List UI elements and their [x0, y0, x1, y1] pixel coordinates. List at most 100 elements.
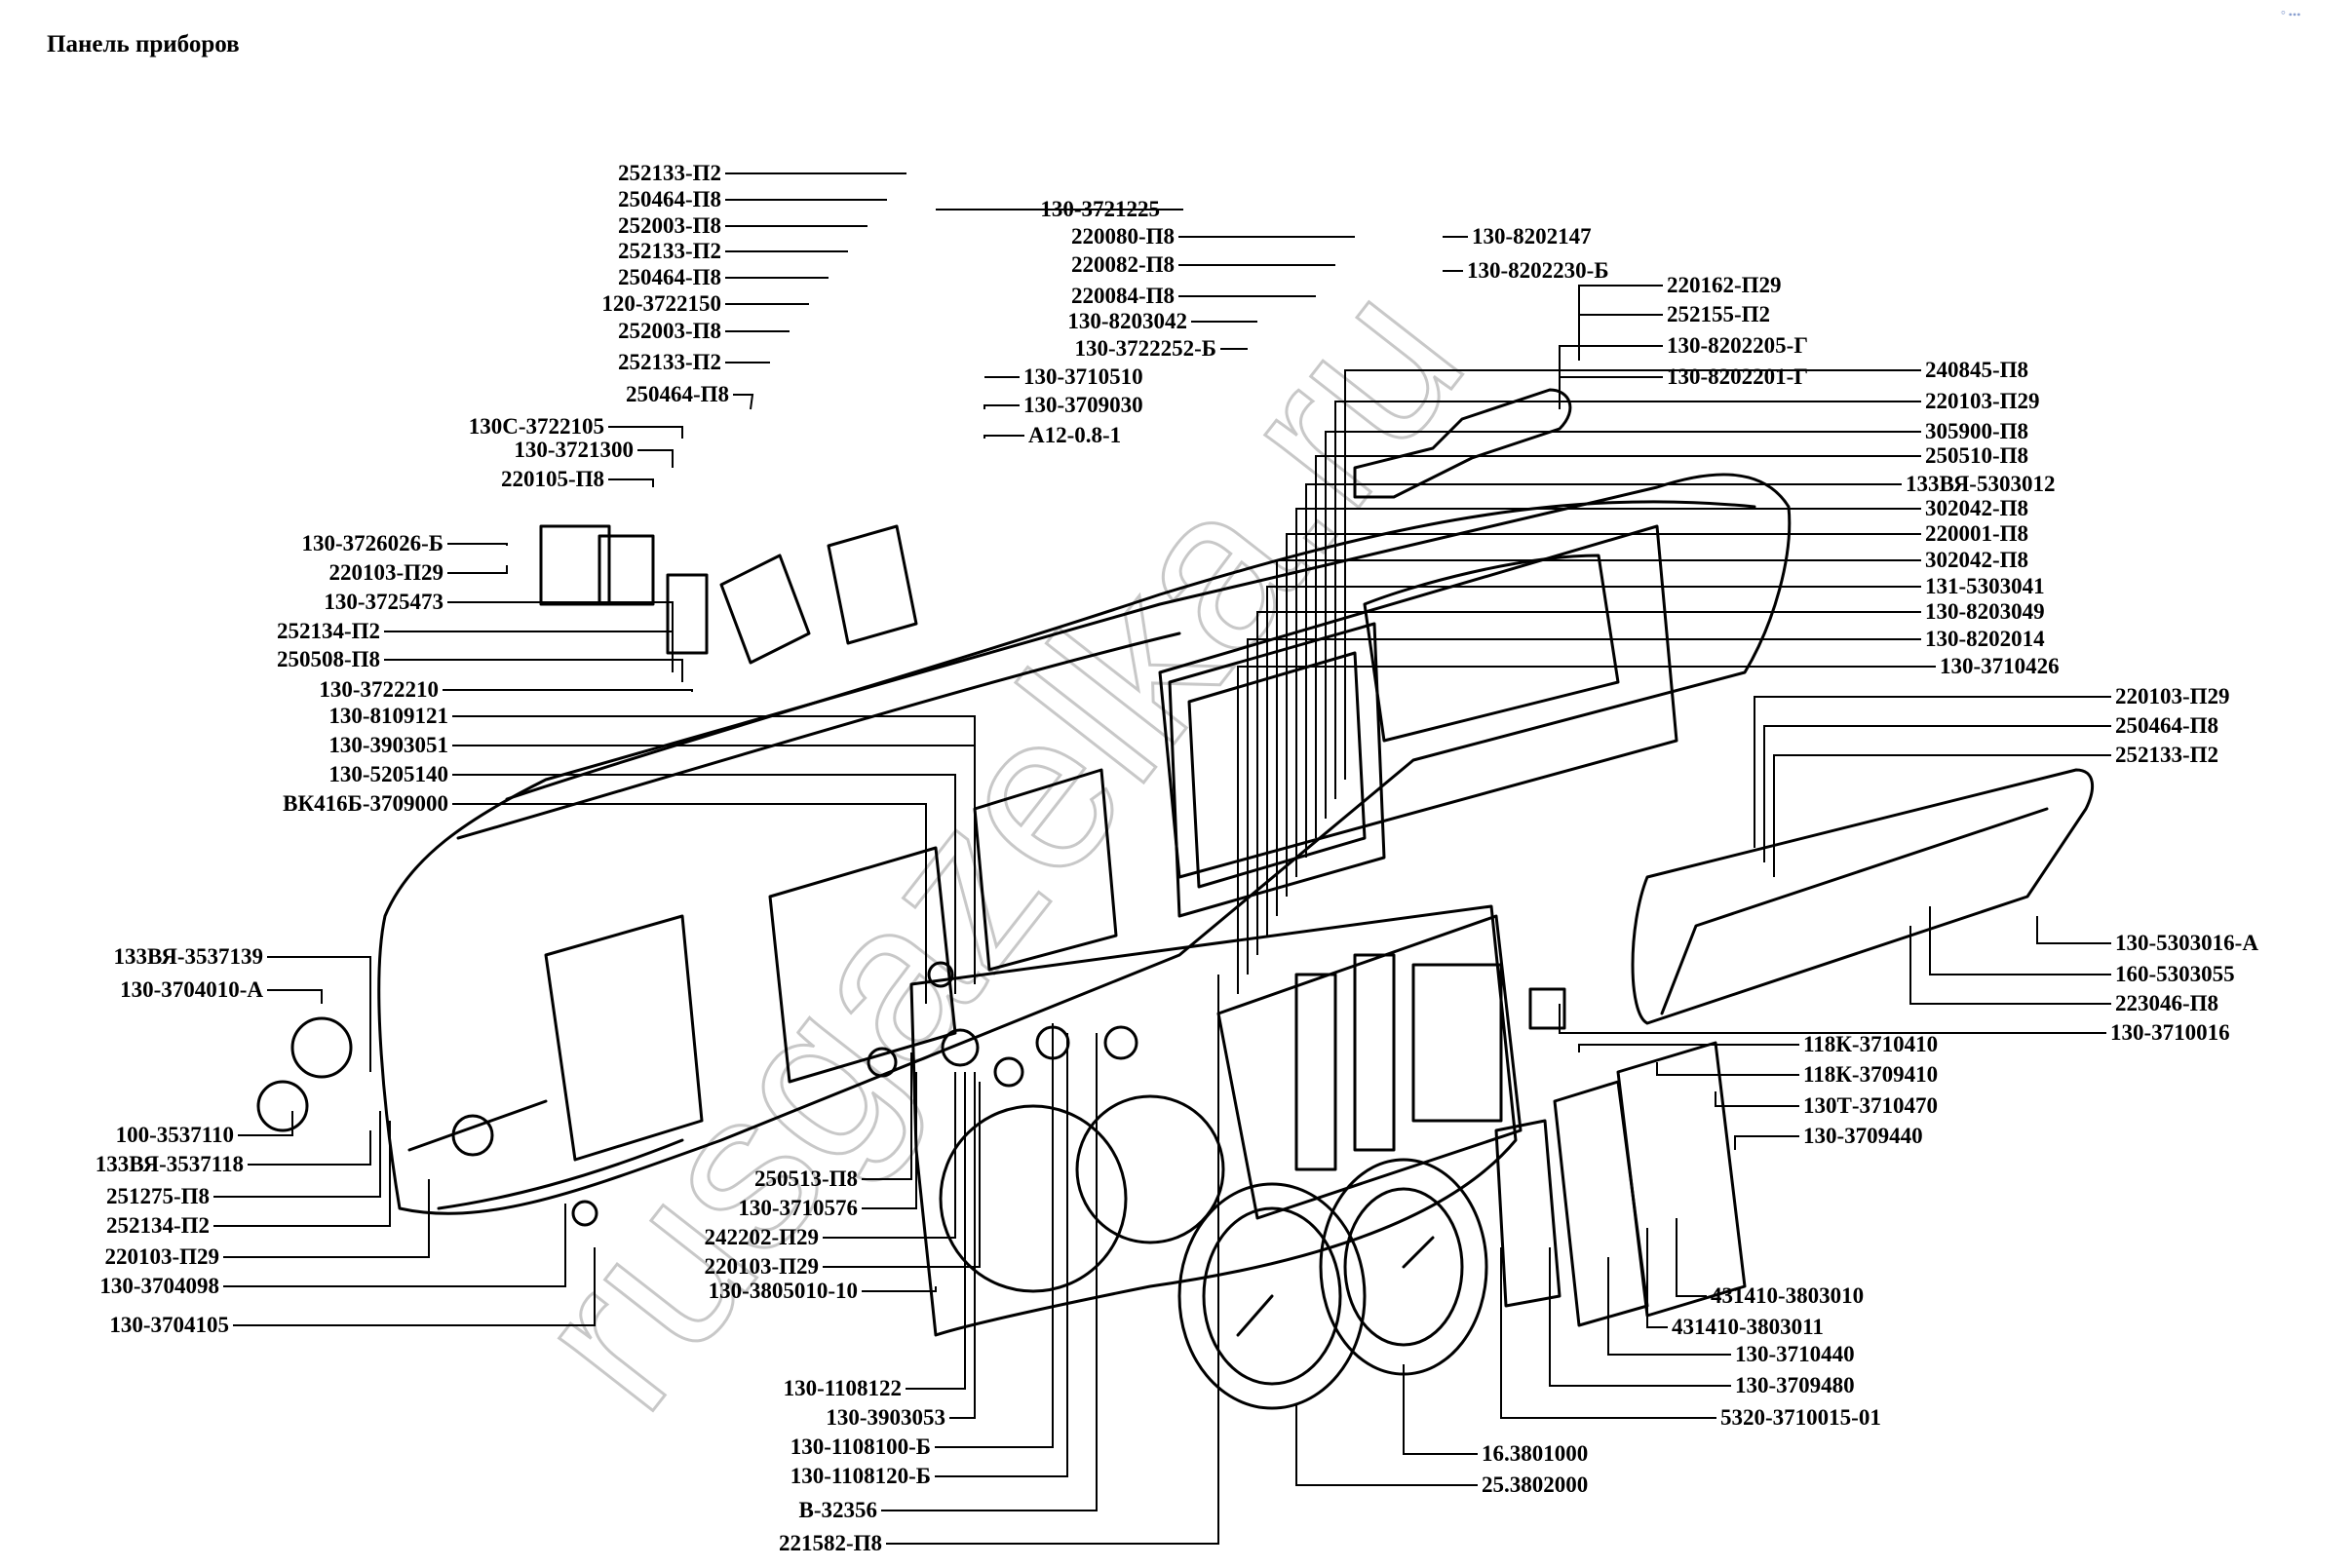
leader-line-left-21: [452, 774, 956, 994]
part-label-center-2: 220080-П8: [1070, 224, 1175, 249]
leader-line-left-23: [267, 956, 371, 1072]
part-label-right-19: 220103-П29: [2115, 684, 2230, 708]
leader-line-left-18: [443, 689, 693, 692]
part-label-right-24: 223046-П8: [2115, 991, 2219, 1015]
leader-line-right-10: [1315, 455, 1921, 838]
part-label-left-24: 130-3704010-А: [120, 977, 263, 1002]
part-label-left-12: 220105-П8: [500, 467, 604, 491]
part-label-left-21: 130-5205140: [328, 762, 448, 786]
corner-mark: ° •••: [2281, 8, 2301, 21]
part-label-right-18: 130-3710426: [1940, 654, 2060, 678]
leader-line-center-14: [862, 1286, 937, 1292]
leader-line-right-3: [1578, 285, 1663, 341]
leader-line-right-27: [1656, 1062, 1799, 1076]
leader-line-center-10: [862, 1052, 912, 1180]
part-label-right-34: 5320-3710015-01: [1720, 1405, 1881, 1430]
part-label-left-19: 130-8109121: [328, 704, 448, 728]
leader-line-right-33: [1549, 1247, 1731, 1387]
leader-line-center-9: [983, 435, 1024, 439]
leader-line-left-20: [452, 745, 976, 984]
leader-line-left-24: [267, 989, 323, 1004]
part-label-center-16: 130-3903053: [826, 1405, 945, 1430]
part-label-center-15: 130-1108122: [783, 1376, 902, 1400]
leader-line-left-26: [248, 1130, 371, 1166]
part-label-left-4: 252133-П2: [617, 239, 721, 263]
part-label-left-5: 250464-П8: [617, 265, 721, 289]
leader-line-left-30: [223, 1204, 566, 1287]
leader-line-left-12: [608, 478, 654, 487]
leader-line-right-36: [1295, 1403, 1478, 1486]
part-label-center-13: 220103-П29: [704, 1254, 819, 1279]
part-label-right-9: 305900-П8: [1925, 419, 2029, 443]
part-label-left-3: 252003-П8: [617, 213, 721, 238]
part-label-right-1: 130-8202147: [1472, 224, 1592, 249]
part-label-right-28: 130Т-3710470: [1803, 1093, 1938, 1118]
leader-line-right-6: [1559, 376, 1663, 409]
part-label-center-5: 130-8203042: [1067, 309, 1187, 333]
part-label-left-8: 252133-П2: [617, 350, 721, 374]
part-label-right-29: 130-3709440: [1803, 1124, 1923, 1148]
part-label-left-29: 220103-П29: [104, 1244, 219, 1269]
part-label-left-18: 130-3722210: [319, 677, 439, 702]
part-label-center-18: 130-1108120-Б: [790, 1464, 931, 1488]
leader-line-right-24: [1909, 926, 2111, 1005]
part-label-left-22: ВК416Б-3709000: [283, 791, 448, 816]
part-label-left-16: 252134-П2: [276, 619, 380, 643]
leader-line-right-7: [1344, 369, 1921, 780]
part-label-center-9: А12-0.8-1: [1028, 423, 1122, 447]
leader-line-right-25: [1559, 1004, 2106, 1034]
leader-line-center-17: [935, 1023, 1054, 1448]
part-label-left-25: 100-3537110: [115, 1123, 234, 1147]
part-label-center-20: 221582-П8: [778, 1531, 882, 1555]
leader-line-right-28: [1715, 1091, 1799, 1107]
leader-line-center-18: [935, 1033, 1068, 1477]
leader-line-right-21: [1773, 754, 2111, 877]
part-label-right-4: 252155-П2: [1667, 302, 1771, 326]
leader-line-right-15: [1266, 586, 1921, 936]
part-label-left-20: 130-3903051: [328, 733, 448, 757]
leader-line-right-35: [1403, 1364, 1478, 1455]
leader-line-right-26: [1578, 1044, 1799, 1052]
leader-line-right-19: [1754, 696, 2111, 848]
part-label-center-19: В-32356: [798, 1498, 878, 1522]
part-label-right-13: 220001-П8: [1925, 521, 2029, 546]
part-label-center-10: 250513-П8: [753, 1166, 858, 1191]
part-label-left-13: 130-3726026-Б: [301, 531, 443, 555]
leader-line-left-11: [637, 449, 674, 468]
part-label-left-28: 252134-П2: [105, 1213, 210, 1238]
leader-line-center-12: [823, 1072, 956, 1239]
leader-line-right-32: [1607, 1257, 1731, 1356]
part-label-right-14: 302042-П8: [1925, 548, 2029, 572]
leader-line-center-16: [949, 1072, 976, 1419]
leader-line-center-13: [823, 1082, 981, 1268]
part-label-left-11: 130-3721300: [514, 438, 634, 462]
part-label-left-31: 130-3704105: [109, 1313, 229, 1337]
part-label-right-26: 118К-3710410: [1803, 1032, 1939, 1056]
part-label-right-8: 220103-П29: [1925, 389, 2040, 413]
leader-line-right-22: [2036, 916, 2111, 944]
leader-line-right-13: [1286, 533, 1921, 897]
dashboard-outline: [377, 473, 1792, 1215]
part-label-right-12: 302042-П8: [1925, 496, 2029, 520]
part-label-left-17: 250508-П8: [276, 647, 380, 671]
glovebox-lid: [1631, 768, 2095, 1025]
part-label-center-11: 130-3710576: [738, 1196, 858, 1220]
leader-lines: [213, 172, 2111, 1545]
leader-line-right-11: [1305, 483, 1902, 858]
leader-line-right-30: [1676, 1218, 1707, 1297]
part-label-right-2: 130-8202230-Б: [1467, 258, 1609, 283]
leader-line-center-8: [983, 404, 1020, 409]
part-label-right-30: 431410-3803010: [1711, 1283, 1865, 1308]
leader-line-right-29: [1734, 1135, 1799, 1150]
part-label-right-6: 130-8202201-Г: [1667, 364, 1808, 389]
leader-line-left-31: [233, 1247, 596, 1326]
leader-line-right-18: [1237, 666, 1936, 994]
part-label-right-27: 118К-3709410: [1803, 1062, 1939, 1087]
leader-line-left-29: [223, 1179, 430, 1258]
leader-line-left-15: [447, 601, 674, 643]
leader-line-left-25: [238, 1111, 293, 1136]
leader-line-center-19: [881, 1033, 1098, 1511]
part-label-right-23: 160-5303055: [2115, 962, 2235, 986]
